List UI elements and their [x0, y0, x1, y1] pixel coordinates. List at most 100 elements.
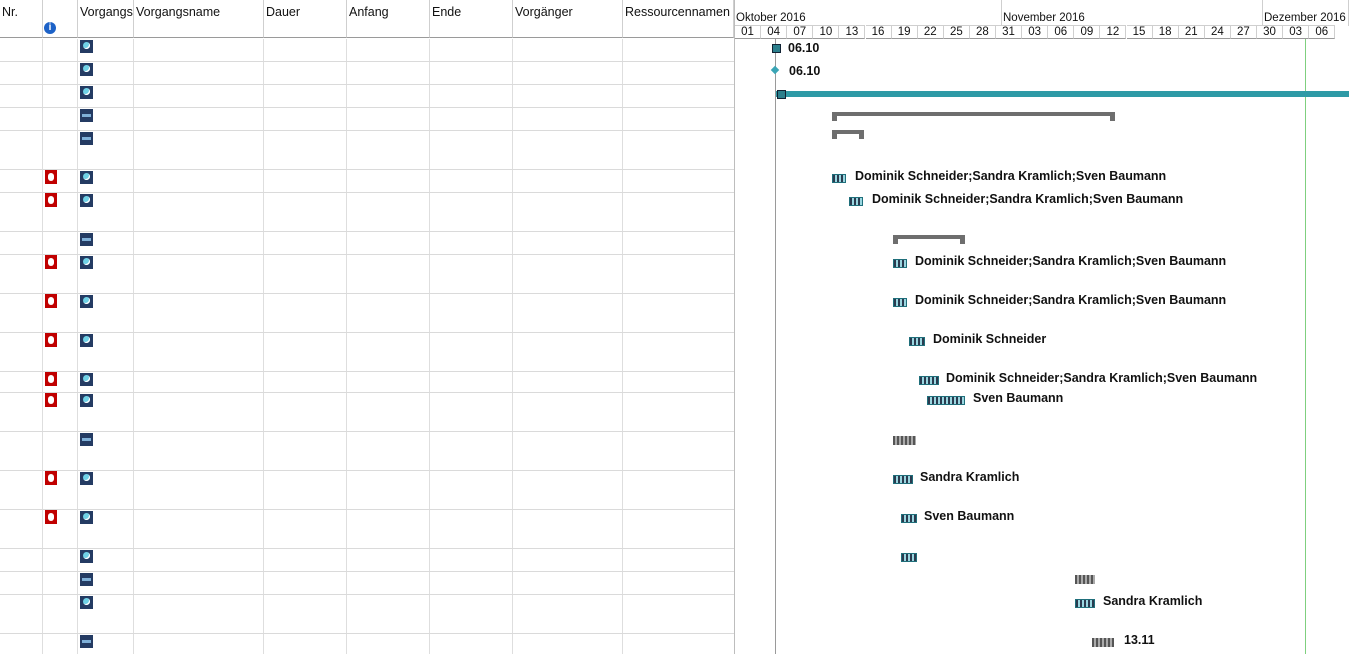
task-predecessor[interactable]: [513, 131, 623, 169]
column-header-name[interactable]: Vorgangsname: [134, 0, 264, 38]
task-duration[interactable]: [264, 432, 347, 470]
task-resources[interactable]: [623, 131, 734, 169]
task-end[interactable]: [430, 634, 513, 654]
task-duration[interactable]: [264, 471, 347, 509]
task-name[interactable]: [134, 62, 264, 84]
milestone-marker[interactable]: [772, 44, 781, 53]
task-duration[interactable]: [264, 510, 347, 548]
task-mode-cell[interactable]: [78, 85, 134, 107]
task-row[interactable]: [0, 333, 734, 372]
row-number[interactable]: [0, 432, 43, 470]
task-predecessor[interactable]: [513, 193, 623, 231]
task-predecessor[interactable]: [513, 572, 623, 594]
task-bar[interactable]: [901, 514, 917, 523]
task-start[interactable]: [347, 572, 430, 594]
task-start[interactable]: [347, 170, 430, 192]
row-number[interactable]: [0, 62, 43, 84]
column-header-duration[interactable]: Dauer: [264, 0, 347, 38]
task-duration[interactable]: [264, 372, 347, 392]
task-bar[interactable]: [893, 298, 907, 307]
task-resources[interactable]: [623, 595, 734, 633]
task-bar[interactable]: [893, 259, 907, 268]
row-number[interactable]: [0, 471, 43, 509]
task-resources[interactable]: [623, 549, 734, 571]
task-resources[interactable]: [623, 255, 734, 293]
task-end[interactable]: [430, 393, 513, 431]
task-mode-cell[interactable]: [78, 108, 134, 130]
task-predecessor[interactable]: [513, 294, 623, 332]
task-name[interactable]: [134, 510, 264, 548]
task-row[interactable]: [0, 471, 734, 510]
task-name[interactable]: [134, 634, 264, 654]
task-mode-cell[interactable]: [78, 39, 134, 61]
task-start[interactable]: [347, 333, 430, 371]
task-duration[interactable]: [264, 108, 347, 130]
task-end[interactable]: [430, 131, 513, 169]
task-name[interactable]: [134, 232, 264, 254]
task-resources[interactable]: [623, 170, 734, 192]
summary-bar[interactable]: [832, 130, 864, 139]
task-start[interactable]: [347, 294, 430, 332]
task-end[interactable]: [430, 595, 513, 633]
task-name[interactable]: [134, 294, 264, 332]
task-predecessor[interactable]: [513, 549, 623, 571]
task-name[interactable]: [134, 108, 264, 130]
task-duration[interactable]: [264, 393, 347, 431]
task-row[interactable]: [0, 39, 734, 62]
task-name[interactable]: [134, 255, 264, 293]
column-header-resources[interactable]: Ressourcennamen: [623, 0, 734, 38]
task-predecessor[interactable]: [513, 471, 623, 509]
task-name[interactable]: [134, 471, 264, 509]
task-name[interactable]: [134, 572, 264, 594]
row-number[interactable]: [0, 595, 43, 633]
task-bar[interactable]: [901, 553, 917, 562]
task-predecessor[interactable]: [513, 333, 623, 371]
row-number[interactable]: [0, 255, 43, 293]
task-mode-cell[interactable]: [78, 62, 134, 84]
task-row[interactable]: [0, 108, 734, 131]
row-number[interactable]: [0, 549, 43, 571]
task-mode-cell[interactable]: [78, 510, 134, 548]
task-duration[interactable]: [264, 333, 347, 371]
row-number[interactable]: [0, 372, 43, 392]
task-start[interactable]: [347, 432, 430, 470]
task-duration[interactable]: [264, 232, 347, 254]
task-bar[interactable]: [832, 174, 846, 183]
task-start[interactable]: [347, 372, 430, 392]
task-predecessor[interactable]: [513, 595, 623, 633]
task-start[interactable]: [347, 232, 430, 254]
task-start[interactable]: [347, 393, 430, 431]
task-end[interactable]: [430, 572, 513, 594]
summary-bar[interactable]: [1092, 638, 1114, 647]
task-start[interactable]: [347, 39, 430, 61]
task-name[interactable]: [134, 372, 264, 392]
task-end[interactable]: [430, 193, 513, 231]
column-header-mode[interactable]: Vorgangs: [78, 0, 134, 38]
task-duration[interactable]: [264, 572, 347, 594]
task-start[interactable]: [347, 634, 430, 654]
task-start[interactable]: [347, 510, 430, 548]
task-name[interactable]: [134, 193, 264, 231]
task-start[interactable]: [347, 131, 430, 169]
task-name[interactable]: [134, 333, 264, 371]
task-end[interactable]: [430, 255, 513, 293]
task-row[interactable]: [0, 62, 734, 85]
task-end[interactable]: [430, 62, 513, 84]
task-mode-cell[interactable]: [78, 232, 134, 254]
task-duration[interactable]: [264, 255, 347, 293]
task-row[interactable]: [0, 393, 734, 432]
task-resources[interactable]: [623, 62, 734, 84]
task-resources[interactable]: [623, 333, 734, 371]
task-bar[interactable]: [893, 475, 913, 484]
task-bar[interactable]: [909, 337, 925, 346]
task-name[interactable]: [134, 549, 264, 571]
task-predecessor[interactable]: [513, 255, 623, 293]
task-bar[interactable]: [849, 197, 863, 206]
task-resources[interactable]: [623, 193, 734, 231]
row-number[interactable]: [0, 634, 43, 654]
project-summary-bar[interactable]: [776, 91, 1349, 97]
task-duration[interactable]: [264, 193, 347, 231]
task-mode-cell[interactable]: [78, 432, 134, 470]
task-predecessor[interactable]: [513, 39, 623, 61]
task-name[interactable]: [134, 595, 264, 633]
